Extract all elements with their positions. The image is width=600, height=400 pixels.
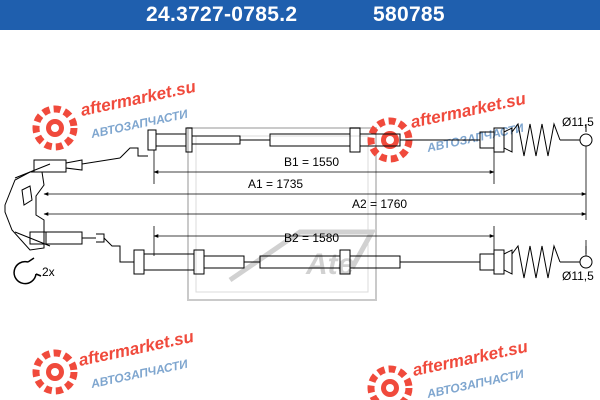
lower-cable [45,231,593,279]
upper-cable [65,122,593,171]
logo-text: Ate [305,248,354,281]
reference-number: 580785 [373,3,445,26]
watermark-bottom: aftermarket.su АВТОЗАПЧАСТИ [32,327,196,395]
ate-logo: Ate [187,127,377,301]
dimension-b2: B2 = 1580 [284,231,339,245]
title-bar: 24.3727-0785.2 580785 [0,0,600,30]
diameter-bottom: Ø11,5 [562,269,594,283]
mounting-bracket [4,159,67,251]
gear-icon [32,105,78,151]
dimension-b1: B1 = 1550 [284,155,339,169]
dimension-a2: A2 = 1760 [352,197,407,211]
dimension-a1: A1 = 1735 [248,177,303,191]
dimension-lines [43,146,587,256]
clip-quantity: 2x [42,265,55,279]
diameter-top: Ø11,5 [562,115,594,129]
gear-icon [32,349,78,395]
part-number: 24.3727-0785.2 [146,3,298,26]
gear-icon [367,365,413,400]
watermark-bottom-right: aftermarket.su АВТОЗАПЧАСТИ [367,337,530,400]
watermark-top-left: aftermarket.su АВТОЗАПЧАСТИ [32,77,198,151]
cable-drawing: Ate aftermarket.su АВТОЗАПЧАСТИ aftermar… [4,77,594,400]
clip-icon [13,257,42,285]
